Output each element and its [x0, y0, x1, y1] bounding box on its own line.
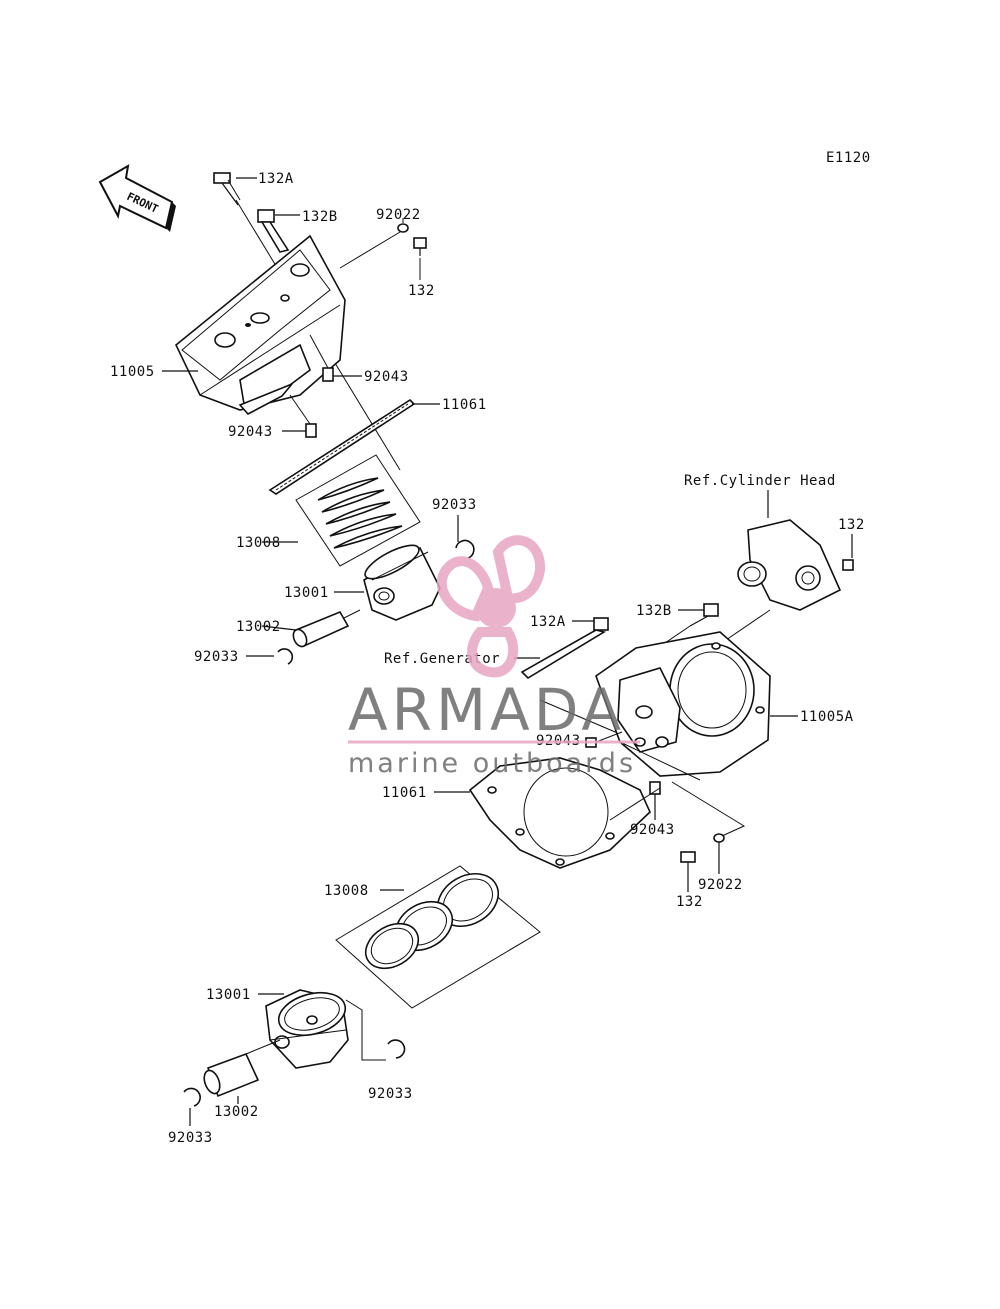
label-92033-lower-left: 92033 [168, 1130, 213, 1146]
circlip-92033-lower-right [387, 1039, 406, 1059]
leader-bracket-lower [671, 781, 746, 837]
watermark-tagline: marine outboards [348, 748, 636, 779]
gasket-11061-lower [468, 757, 651, 869]
bolt-132a-top [213, 172, 241, 206]
label-132b-mid: 132B [636, 603, 672, 619]
bolt-132-lower [680, 851, 696, 863]
label-132a-mid: 132A [530, 614, 566, 630]
piston-pin-13002-lower [203, 1052, 260, 1098]
label-92022-top: 92022 [376, 207, 421, 223]
bolt-132b-mid [689, 603, 719, 627]
dowel-92043-upper-left [305, 423, 317, 438]
bolt-132-top [413, 237, 427, 256]
label-11005: 11005 [110, 364, 155, 380]
circlip-92033-upper-left [277, 648, 294, 665]
label-11061-upper: 11061 [442, 397, 487, 413]
cylinder-11005 [175, 234, 346, 416]
piston-13001-upper [363, 544, 441, 621]
circlip-92033-lower-left [183, 1087, 201, 1107]
label-92043-upper-left: 92043 [228, 424, 273, 440]
bolt-132-right [842, 559, 854, 571]
label-13008-lower: 13008 [324, 883, 369, 899]
washer-92022-top [397, 223, 409, 233]
piston-ring-set-13008-lower [335, 865, 541, 1009]
label-13008-upper: 13008 [236, 535, 281, 551]
label-132-top: 132 [408, 283, 435, 299]
washer-92022-lower [713, 833, 725, 843]
piston-pin-13002-upper [292, 610, 350, 648]
label-132-right: 132 [838, 517, 865, 533]
front-arrow-icon: FRONT [98, 164, 176, 232]
label-11005a: 11005A [800, 709, 854, 725]
dowel-92043-upper-right [322, 367, 334, 382]
label-92033-upper-left: 92033 [194, 649, 239, 665]
leader-washer-axis [339, 231, 401, 269]
label-13002-lower: 13002 [214, 1104, 259, 1120]
label-11061-lower: 11061 [382, 785, 427, 801]
label-ref-cylinder-head: Ref.Cylinder Head [684, 473, 836, 489]
piston-ring-set-13008-upper [295, 454, 421, 567]
diagram-code: E1120 [826, 150, 871, 166]
watermark-brand: ARMADA [348, 676, 625, 744]
propeller-icon [436, 535, 546, 678]
label-132a-top: 132A [258, 171, 294, 187]
label-92033-lower-right: 92033 [368, 1086, 413, 1102]
label-13002-upper: 13002 [236, 619, 281, 635]
label-13001-upper: 13001 [284, 585, 329, 601]
label-13001-lower: 13001 [206, 987, 251, 1003]
label-92022-lower: 92022 [698, 877, 743, 893]
label-92043-upper-right: 92043 [364, 369, 409, 385]
label-92043-mid-right: 92043 [630, 822, 675, 838]
cylinder-11005a [595, 631, 771, 781]
piston-13001-lower [265, 989, 349, 1069]
circlip-92033-upper-right [455, 539, 475, 559]
armada-logo: ARMADA marine outboards [348, 535, 640, 779]
bolt-132a-mid [520, 617, 609, 680]
label-132b-top: 132B [302, 209, 338, 225]
leader-13002-upper [261, 625, 297, 631]
bolt-132b-top [257, 209, 290, 253]
label-132-lower: 132 [676, 894, 703, 910]
label-92033-upper-right: 92033 [432, 497, 477, 513]
cylinder-head-reference-part [737, 519, 842, 611]
dowel-92043-mid-right [649, 781, 661, 795]
